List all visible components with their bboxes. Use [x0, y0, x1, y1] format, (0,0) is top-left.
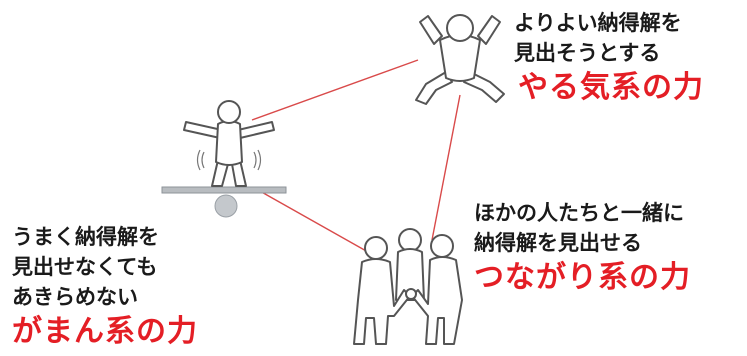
connection-power-label: つながり系の力	[474, 260, 691, 295]
group-figures-icon	[353, 228, 463, 345]
motivation-text-block: よりよい納得解を 見出そうとする やる気系の力	[514, 8, 704, 108]
line-balance-to-jumper	[251, 59, 419, 121]
connector-lines	[251, 59, 461, 253]
ball-icon	[214, 194, 238, 218]
connection-line-2: 納得解を見出せる	[474, 231, 642, 255]
patience-text-block: うまく納得解を 見出せなくても あきらめない がまん系の力	[12, 222, 198, 352]
patience-power-label: がまん系の力	[12, 314, 198, 349]
balancing-figure-icon	[161, 100, 287, 218]
motivation-line-2: 見出そうとする	[514, 41, 661, 65]
motivation-line-1: よりよい納得解を	[514, 11, 682, 35]
line-jumper-to-group	[431, 94, 461, 241]
connection-line-1: ほかの人たちと一緒に	[474, 201, 684, 225]
patience-line-1: うまく納得解を	[12, 225, 159, 249]
jumping-figure-icon	[415, 14, 505, 105]
patience-line-2: 見出せなくても	[12, 255, 158, 279]
line-balance-to-group	[257, 189, 369, 253]
patience-line-3: あきらめない	[12, 285, 138, 309]
connection-text-block: ほかの人たちと一緒に 納得解を見出せる つながり系の力	[474, 198, 691, 298]
board-icon	[161, 186, 287, 194]
motivation-power-label: やる気系の力	[518, 70, 704, 105]
